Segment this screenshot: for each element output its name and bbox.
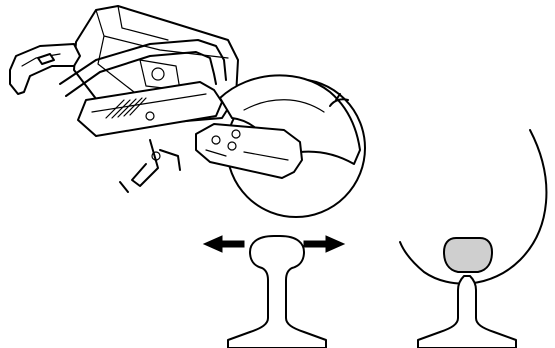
cut-off-saw-icon [10,6,365,217]
saw-support [132,140,158,186]
arrow-right-icon [304,236,344,252]
left-rail [228,236,326,348]
rail-profile-icon [228,236,326,348]
right-rail [418,238,516,348]
rear-handle [10,44,80,94]
blade-arm-head [196,124,302,178]
arrow-left-icon [204,236,244,252]
rail-head-highlight [444,238,492,272]
